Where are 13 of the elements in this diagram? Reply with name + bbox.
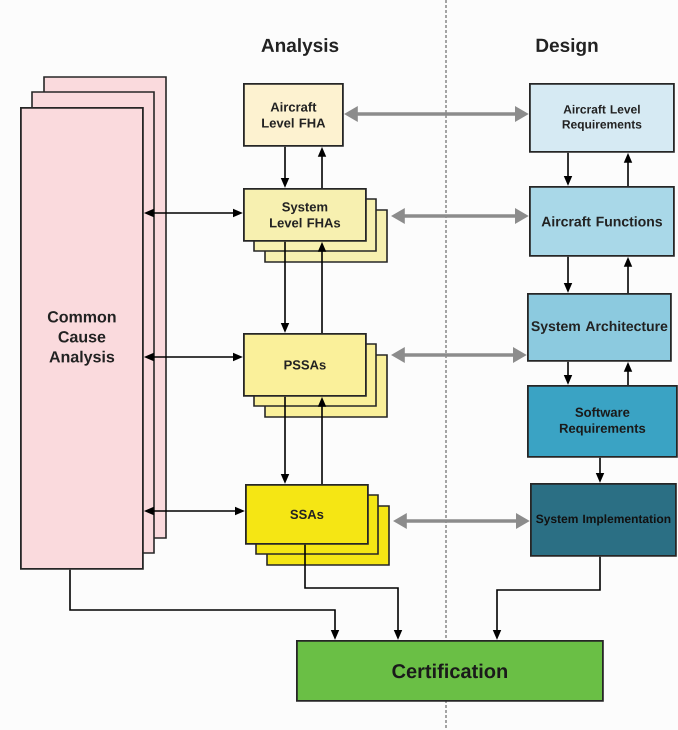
column-heading: Analysis [261, 38, 338, 56]
stacked-box: Common Cause Analysis [20, 76, 167, 570]
process-box: Software Requirements [527, 385, 678, 458]
process-box: System Implementation [530, 483, 677, 557]
stacked-box: SSAs [245, 484, 390, 566]
process-box: System Architecture [527, 293, 672, 362]
process-box: Aircraft Level Requirements [529, 83, 675, 153]
column-heading: Design [536, 38, 598, 56]
stacked-box: System Level FHAs [243, 188, 388, 263]
process-box: Aircraft Functions [529, 186, 675, 257]
process-box: Certification [296, 640, 604, 702]
stacked-box: PSSAs [243, 333, 388, 418]
process-box: Aircraft Level FHA [243, 83, 344, 147]
